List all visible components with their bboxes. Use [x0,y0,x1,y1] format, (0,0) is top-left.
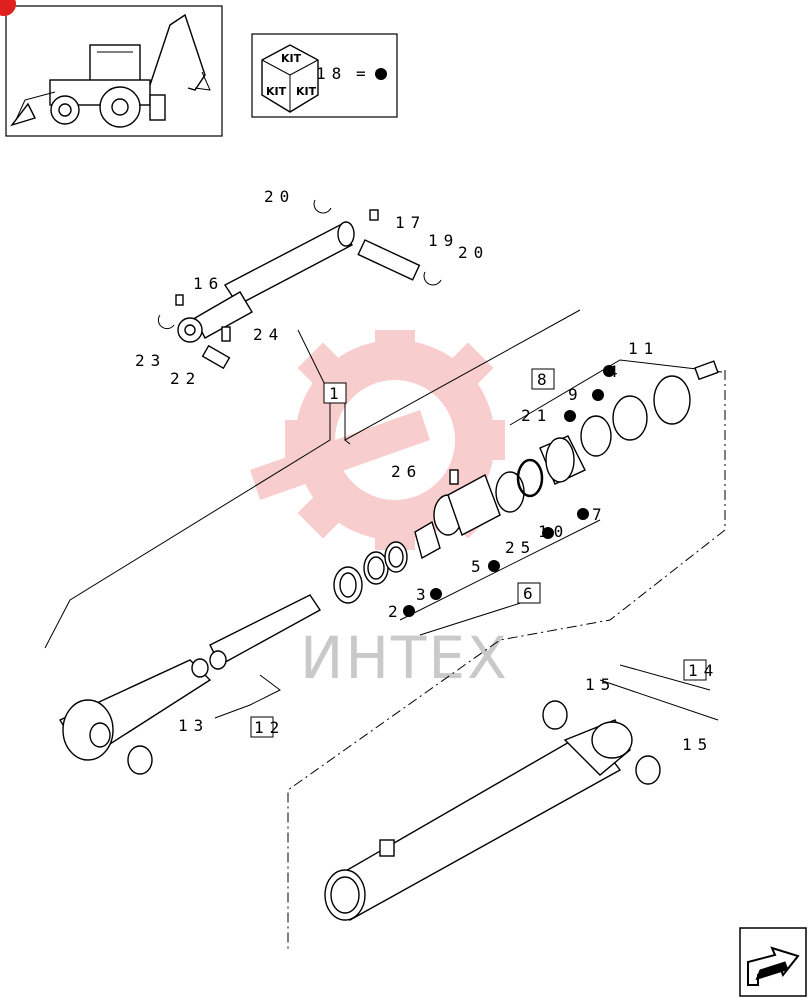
label-9: 9 [568,385,584,404]
label-26: 26 [391,462,422,481]
label-15-bottom: 15 [682,735,713,754]
label-23: 23 [135,351,166,370]
kit-bullet-markers [403,365,615,617]
next-page-button[interactable] [739,927,807,997]
label-20-right: 20 [458,243,489,262]
label-24: 24 [253,325,284,344]
label-2: 2 [388,602,404,621]
label-12: 12 [254,718,285,737]
label-1: 1 [329,384,345,403]
label-25: 25 [505,538,536,557]
kit-cube-label-top: KIT [281,52,302,65]
label-19: 19 [428,231,459,250]
kit-legend-equals: = [356,64,372,83]
kit-cube-label-right: KIT [296,85,317,98]
label-10: 10 [538,522,569,541]
label-7: 7 [592,505,608,524]
label-20-top: 20 [264,187,295,206]
kit-legend-number: 18 [316,64,347,83]
boxed-label-frames [250,368,707,738]
dashed-assembly-outline [287,370,726,950]
label-11: 11 [628,339,659,358]
label-17: 17 [395,213,426,232]
seal-kit-parts [333,360,719,604]
corner-marker-icon [0,0,16,16]
label-13: 13 [178,716,209,735]
label-15-top: 15 [585,675,616,694]
assembled-cylinder [157,199,442,370]
label-4: 4 [608,362,624,381]
cylinder-barrel [324,700,661,921]
kit-dot-icon [375,68,387,80]
kit-cube-label-left: KIT [266,85,287,98]
label-6: 6 [523,584,539,603]
label-8: 8 [537,370,553,389]
piston-rod [58,594,322,775]
label-22: 22 [170,369,201,388]
label-21: 21 [521,406,552,425]
label-14: 14 [688,661,719,680]
part-number-labels: 1 2 3 4 5 6 7 8 9 10 11 12 13 14 15 15 1… [135,187,719,754]
backhoe-loader-thumbnail [0,0,223,137]
kit-legend-box: KIT KIT KIT 18 = [251,33,398,118]
label-3: 3 [416,585,432,604]
label-16: 16 [193,274,224,293]
watermark-text: ИНТЕХ [300,624,509,692]
label-5: 5 [471,557,487,576]
